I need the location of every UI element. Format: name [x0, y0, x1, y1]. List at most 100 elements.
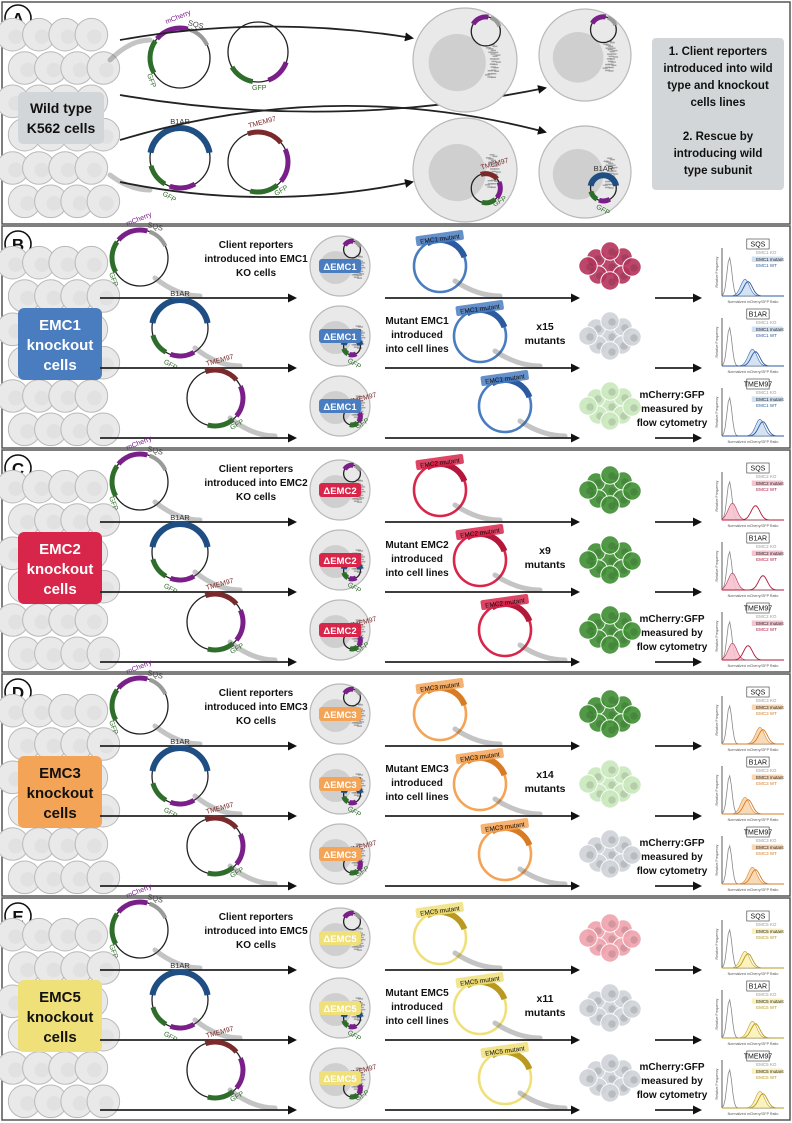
host-cell: ΔEMC2: [309, 459, 371, 521]
speckle: [356, 274, 362, 277]
gfp-segment: [150, 1006, 168, 1027]
cell: [578, 774, 598, 794]
client-line2: introduced into EMC3: [204, 702, 308, 713]
mutant-plasmid: EMC1 mutant: [412, 229, 468, 294]
knockout-label-line1: EMC5: [39, 989, 81, 1006]
speckle: [608, 70, 614, 72]
cell: [600, 689, 620, 709]
speckle: [360, 332, 366, 334]
legend-ko: EMC2 KO: [756, 544, 777, 549]
y-axis-label: Relative Frequency: [715, 620, 719, 651]
speckle: [360, 406, 366, 409]
host-cell: B1ARGFPΔEMC1: [309, 305, 371, 371]
cell-nucleus: [608, 726, 616, 734]
delta-badge: ΔEMC1: [319, 399, 361, 413]
mutant-plasmid: EMC1 mutant: [477, 369, 533, 434]
knockout-label-bg: [18, 756, 102, 828]
cell-nucleus: [99, 62, 114, 78]
legend-mutant: EMC3 mutant: [756, 845, 784, 850]
speckle: [355, 703, 361, 705]
cell-nucleus: [586, 333, 594, 341]
speckle: [358, 1076, 364, 1079]
cell: [600, 381, 620, 401]
y-axis-label: Relative Frequency: [715, 480, 719, 511]
cell-nucleus: [630, 1006, 638, 1014]
legend-wt: EMC1 WT: [756, 333, 777, 338]
delta-badge: ΔEMC3: [319, 707, 361, 721]
cell-nucleus: [630, 712, 638, 720]
gfp-segment: [147, 39, 158, 75]
y-axis-label: Relative Frequency: [715, 998, 719, 1029]
speckle: [355, 549, 361, 551]
mcherry-segment: [348, 351, 358, 358]
cell-nucleus: [630, 628, 638, 636]
delta-badge-bg: [319, 399, 361, 413]
speckle: [356, 1016, 362, 1019]
cell-nucleus: [72, 871, 88, 887]
speckle: [491, 60, 497, 63]
mutant-line3: into cell lines: [385, 1016, 449, 1027]
flow-arrow: [119, 104, 547, 141]
mcherry-segment: [342, 910, 354, 919]
speckle: [358, 634, 364, 637]
b1ar-segment: [147, 125, 213, 154]
cell-nucleus: [608, 866, 616, 874]
delta-badge: ΔEMC3: [319, 777, 361, 791]
arrow-tail: [227, 1087, 278, 1111]
delta-label: ΔEMC3: [323, 780, 356, 791]
legend-mutant: EMC2 mutant: [756, 551, 784, 556]
flow-line3: flow cytometry: [637, 418, 708, 429]
speckle: [359, 721, 365, 723]
sqs-segment: [148, 453, 168, 472]
outcome-cells: [578, 829, 642, 879]
wt-curve: [722, 575, 785, 591]
delta-badge: ΔEMC2: [319, 483, 361, 497]
arrow-tail: [452, 950, 503, 971]
plasmid-sqsmch: [342, 238, 362, 259]
speckle: [351, 946, 357, 948]
y-axis-label: Relative Frequency: [715, 326, 719, 357]
cell-nucleus: [46, 290, 62, 306]
x-axis-label: Normalized mCherry/GFP Ratio: [728, 440, 779, 444]
knockout-label-line1: EMC1: [39, 317, 81, 334]
speckle: [360, 630, 366, 633]
cell-nucleus: [72, 62, 88, 78]
speckle: [360, 560, 366, 563]
mutant-tag-bg: [480, 369, 529, 387]
speckle: [611, 170, 617, 172]
legend-mutant: EMC5 mutant: [756, 999, 784, 1004]
legend-wt: EMC3 WT: [756, 781, 777, 786]
speckle: [358, 782, 364, 785]
legend-mutant-bg: [751, 326, 783, 332]
speckle: [358, 942, 364, 945]
chart-title: B1AR: [749, 312, 767, 319]
speckle: [491, 183, 497, 185]
speckle: [357, 725, 363, 727]
legend-ko: EMC3 KO: [756, 838, 777, 843]
x-axis-label: Normalized mCherry/GFP Ratio: [728, 748, 779, 752]
cell-nucleus: [99, 1095, 114, 1111]
chart-title: TMEM97: [744, 1054, 773, 1061]
mutant-line2: introduced: [391, 1002, 443, 1013]
speckle: [487, 76, 493, 78]
mutant-count-value: x11: [537, 993, 554, 1005]
speckle: [356, 498, 362, 501]
delta-label: ΔEMC5: [323, 934, 357, 945]
chart-title-box: SQS: [746, 910, 770, 922]
cell-nucleus: [608, 403, 616, 411]
cell-nucleus: [34, 29, 50, 45]
sqs-segment: [489, 15, 502, 28]
tmem97-segment: [246, 129, 283, 145]
speckle: [492, 45, 498, 48]
cell: [622, 775, 642, 795]
